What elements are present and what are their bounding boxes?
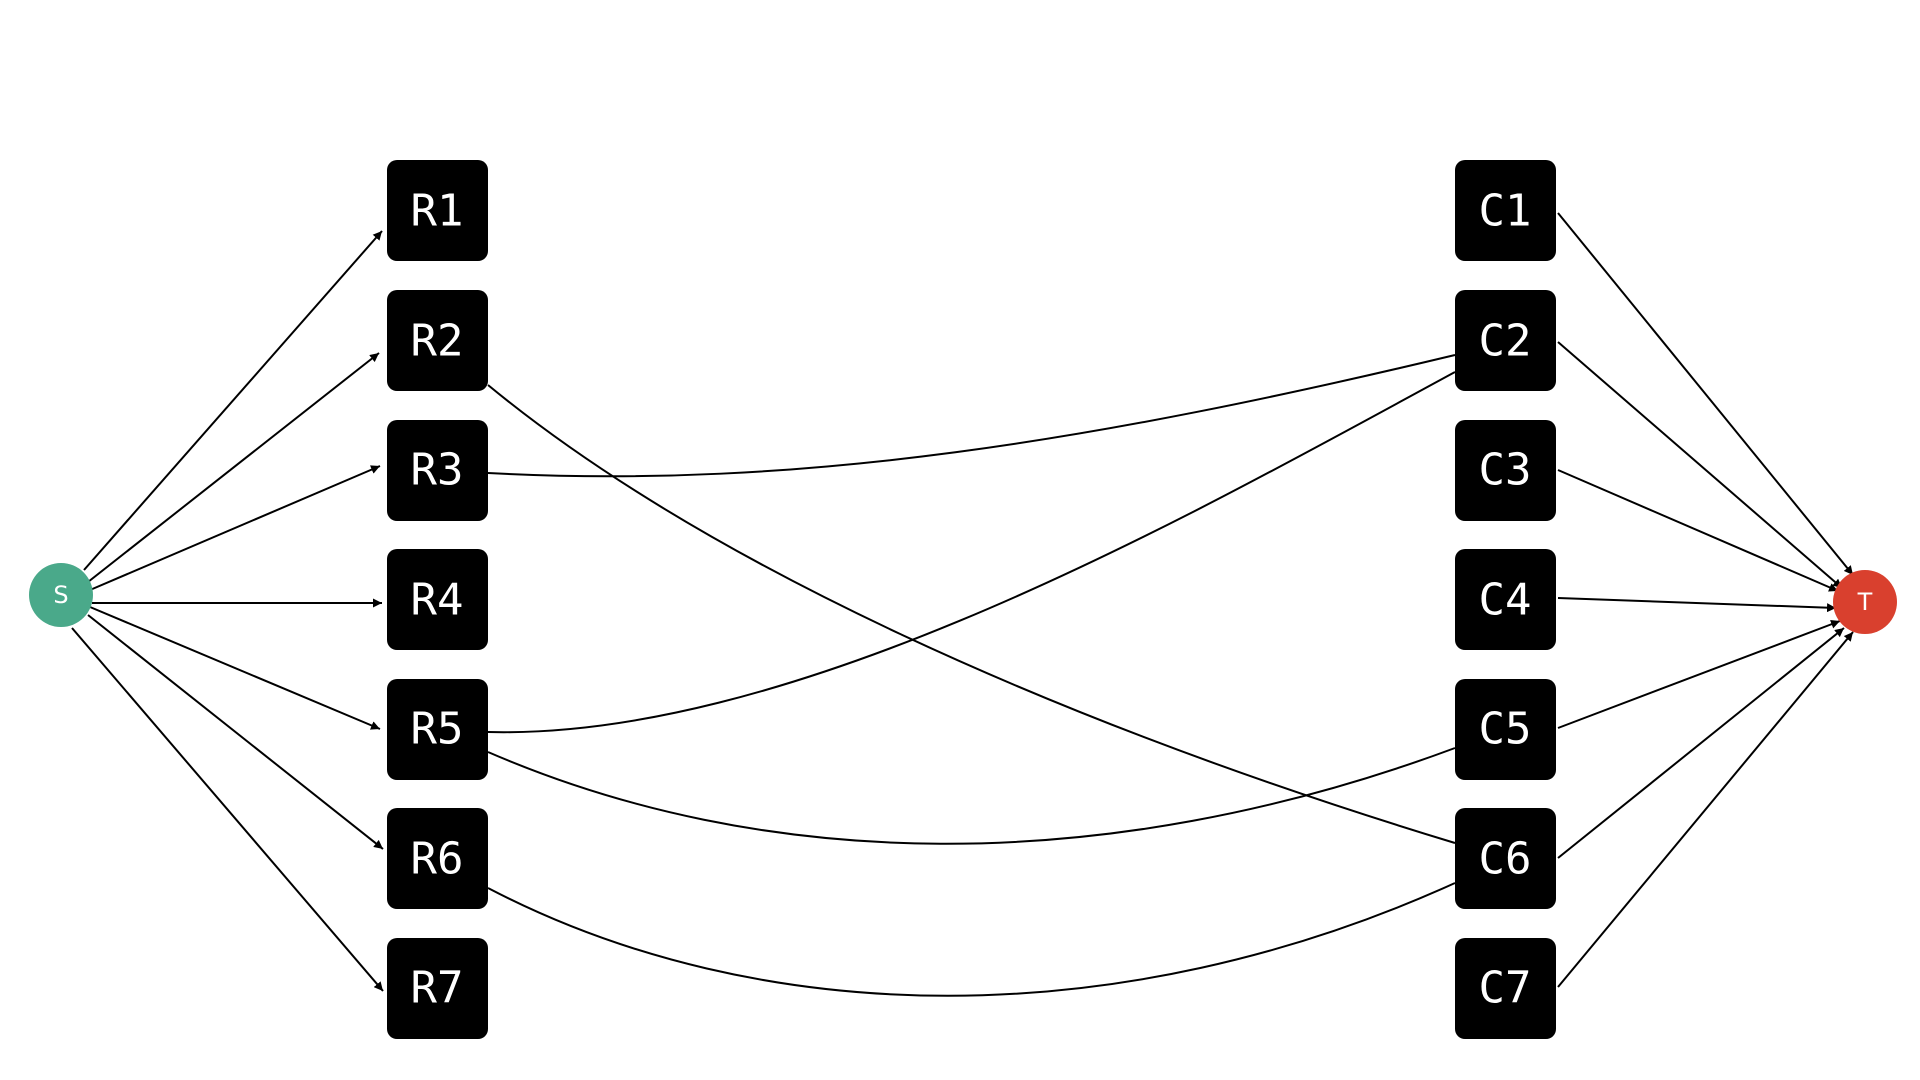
row-node-label: R7 <box>411 963 464 1014</box>
edge-r2-c6 <box>487 384 1456 844</box>
row-node-r3: R3 <box>387 420 488 521</box>
column-node-c5: C5 <box>1455 679 1556 780</box>
source-node: S <box>29 563 93 627</box>
row-node-r7: R7 <box>387 938 488 1039</box>
edge-c3-t <box>1557 469 1839 592</box>
edge-r6-c6 <box>487 882 1456 997</box>
column-node-c3: C3 <box>1455 420 1556 521</box>
column-node-label: C7 <box>1479 963 1532 1014</box>
column-node-label: C4 <box>1479 575 1532 626</box>
edge-r3-c2 <box>487 354 1456 478</box>
edge-s-r6 <box>87 614 384 850</box>
matching-edges <box>487 354 1456 997</box>
row-node-r5: R5 <box>387 679 488 780</box>
row-nodes: R1 R2 R3 R4 R5 R6 R7 <box>387 160 488 1039</box>
column-node-label: C6 <box>1479 834 1532 885</box>
edge-c2-t <box>1557 341 1843 589</box>
edge-c5-t <box>1557 619 1841 729</box>
edge-s-r5 <box>89 606 381 730</box>
sink-node: T <box>1833 570 1897 634</box>
column-node-c6: C6 <box>1455 808 1556 909</box>
edge-s-r3 <box>89 465 381 591</box>
edge-c7-t <box>1557 631 1854 988</box>
row-node-r1: R1 <box>387 160 488 261</box>
edge-c6-t <box>1557 627 1845 859</box>
row-node-label: R4 <box>411 575 464 626</box>
column-nodes: C1 C2 C3 C4 C5 C6 C7 <box>1455 160 1556 1039</box>
column-node-label: C1 <box>1479 186 1532 237</box>
row-node-label: R2 <box>411 316 464 367</box>
column-node-c2: C2 <box>1455 290 1556 391</box>
row-node-label: R3 <box>411 445 464 496</box>
row-node-r2: R2 <box>387 290 488 391</box>
column-node-c7: C7 <box>1455 938 1556 1039</box>
edge-r5-c2 <box>487 371 1456 734</box>
column-node-label: C5 <box>1479 704 1532 755</box>
edge-s-r2 <box>87 352 380 583</box>
sink-edges <box>1557 212 1854 988</box>
edge-s-r7 <box>71 627 384 992</box>
column-node-label: C3 <box>1479 445 1532 496</box>
row-node-label: R5 <box>411 704 464 755</box>
edge-r5-c5 <box>487 747 1456 845</box>
edge-c4-t <box>1557 597 1837 613</box>
source-label: S <box>53 581 68 609</box>
row-node-label: R6 <box>411 834 464 885</box>
row-node-label: R1 <box>411 186 464 237</box>
column-node-label: C2 <box>1479 316 1532 367</box>
edge-s-r1 <box>83 230 383 571</box>
column-node-c4: C4 <box>1455 549 1556 650</box>
column-node-c1: C1 <box>1455 160 1556 261</box>
sink-label: T <box>1857 588 1873 616</box>
source-edges <box>71 230 384 992</box>
row-node-r4: R4 <box>387 549 488 650</box>
row-node-r6: R6 <box>387 808 488 909</box>
edge-c1-t <box>1557 212 1854 576</box>
